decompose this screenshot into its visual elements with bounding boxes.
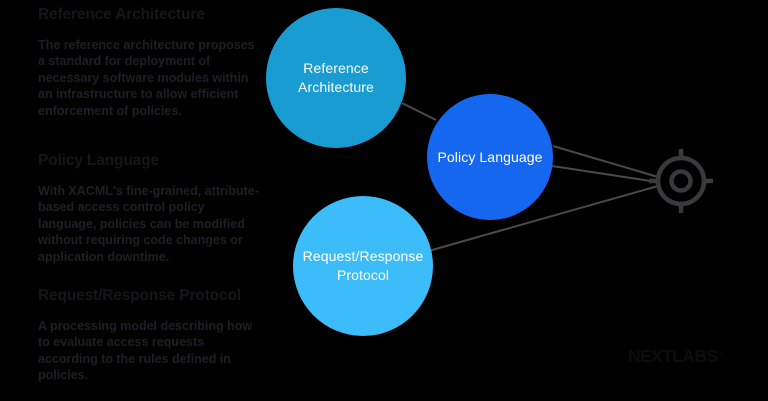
description-block-policy-language: Policy Language With XACML's fine-graine… [38,152,260,265]
target-crosshair-icon [649,149,713,213]
description-block-request-response-protocol: Request/Response Protocol A processing m… [38,287,260,384]
connector-reference-architecture-to-target [552,145,659,178]
node-reference-architecture-label: Reference Architecture [298,60,374,95]
connector-policy-language-to-target [551,165,658,183]
node-reference-architecture[interactable]: Reference Architecture [266,8,406,148]
nextlabs-logo: NEXTLABS ® [628,345,732,367]
heading-request-response-protocol: Request/Response Protocol [38,287,241,304]
connector-lines [401,102,659,253]
description-block-reference-architecture: Reference Architecture The reference arc… [38,6,260,119]
body-policy-language: With XACML's fine-grained, attribute-bas… [38,184,259,264]
connector-request-response-to-target [424,185,659,253]
node-request-response-protocol-label: Request/Response Protocol [302,248,424,283]
node-request-response-protocol[interactable]: Request/Response Protocol [293,196,433,336]
connector-reference-architecture-to-policy-language [401,102,437,121]
description-column: Reference Architecture The reference arc… [38,0,260,401]
nextlabs-logo-text: NEXTLABS [628,346,718,366]
body-reference-architecture: The reference architecture proposes a st… [38,38,255,118]
node-policy-language[interactable]: Policy Language [427,94,553,220]
body-request-response-protocol: A processing model describing how to eva… [38,319,253,383]
target-inner-ring [669,169,693,193]
heading-reference-architecture: Reference Architecture [38,6,205,23]
target-outer-ring [655,155,707,207]
heading-policy-language: Policy Language [38,152,159,169]
trademark-icon: ® [718,353,723,359]
node-policy-language-label: Policy Language [437,148,543,165]
